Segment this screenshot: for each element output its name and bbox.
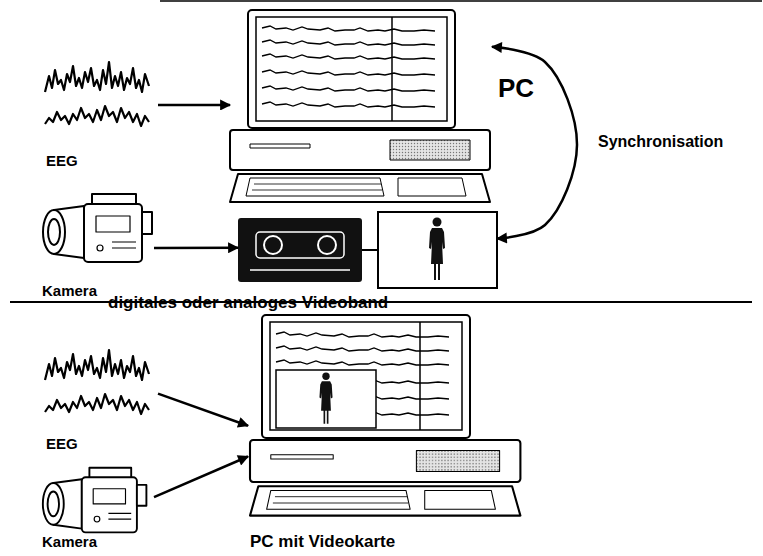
- arrow: [158, 104, 230, 107]
- eeg-source: EEG: [40, 345, 158, 453]
- eeg-trace: [262, 102, 435, 107]
- node-label: PC mit Videokarte: [250, 532, 395, 552]
- cursor-line: [419, 322, 421, 430]
- cursor-line: [391, 17, 393, 121]
- pc-unit: PC: [230, 8, 492, 202]
- eeg-trace: [262, 26, 435, 31]
- eeg-trace: [262, 70, 435, 75]
- camera-icon: [43, 194, 152, 262]
- camera-source: Kamera: [36, 182, 154, 300]
- monitor-housing: [262, 315, 470, 438]
- eeg-trace: [276, 332, 449, 337]
- video-cassette: [238, 218, 362, 282]
- arrow: [154, 457, 248, 498]
- monitor-screen: [270, 322, 462, 430]
- videotape-unit: digitales oder analoges Videoband: [238, 212, 497, 288]
- monitor-housing: [248, 10, 455, 128]
- eeg-source: EEG: [40, 55, 158, 170]
- monitor-screen: [256, 17, 447, 121]
- eeg-trace: [276, 346, 449, 351]
- node-label: digitales oder analoges Videoband: [108, 293, 388, 313]
- arrow: [158, 394, 248, 426]
- pc-videocard-unit: PC mit Videokarte: [248, 313, 522, 518]
- cassette-detail: [250, 269, 350, 271]
- eeg-trace: [276, 360, 449, 365]
- node-label: Kamera: [42, 282, 97, 299]
- arrow: [154, 246, 238, 249]
- video-frame: [378, 212, 497, 288]
- video-window: [276, 370, 376, 428]
- eeg-waveform: [45, 350, 149, 414]
- eeg-trace: [262, 40, 435, 45]
- camera-source: Kamera: [36, 458, 154, 551]
- node-label: Kamera: [42, 533, 97, 550]
- node-label: EEG: [46, 152, 78, 169]
- cassette-window: [256, 232, 344, 258]
- double-arrow: [492, 47, 577, 239]
- pc-base: [230, 130, 490, 202]
- pc-base: [250, 440, 520, 516]
- person-figure: [319, 373, 332, 424]
- frame-line: [160, 0, 762, 2]
- eeg-trace: [262, 86, 435, 91]
- camera-icon: [43, 468, 147, 533]
- eeg-waveform: [45, 62, 149, 126]
- eeg-trace: [262, 54, 435, 59]
- node-label: PC: [498, 74, 534, 104]
- tape-link: [362, 249, 378, 251]
- node-label: EEG: [46, 435, 78, 452]
- edge-label: Synchronisation: [596, 133, 725, 151]
- cassette-reel: [318, 236, 336, 254]
- cassette-reel: [264, 236, 282, 254]
- person-figure: [429, 218, 445, 281]
